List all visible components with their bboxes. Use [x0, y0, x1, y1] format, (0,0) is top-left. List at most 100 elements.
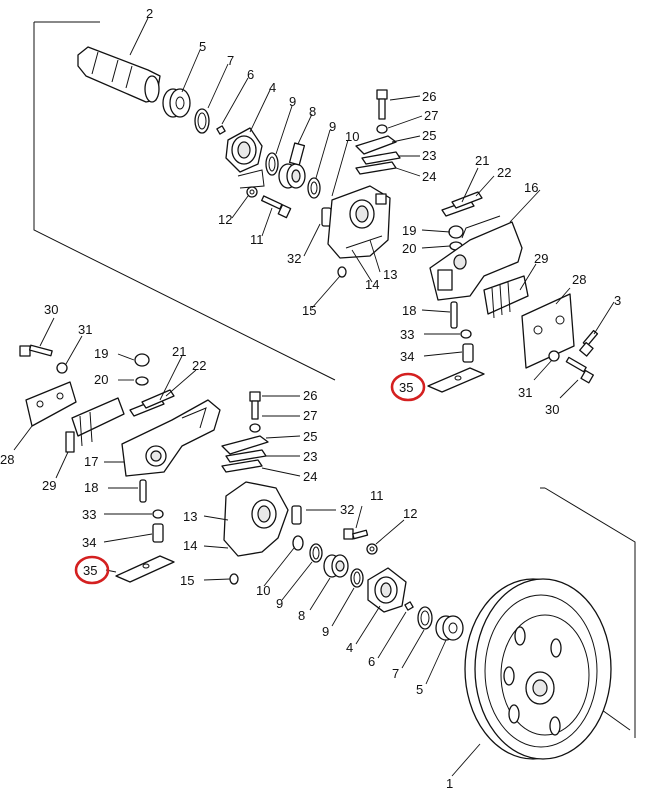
o-ring-part-33-upper — [460, 329, 472, 339]
bolt-part-30-lower — [19, 344, 53, 357]
shim-stack-part-29-lower — [65, 397, 125, 453]
callout-29-upper: 29 — [534, 251, 548, 266]
callout-24-lower: 24 — [303, 469, 317, 484]
collar-part-5-lower — [435, 615, 464, 641]
callout-11-lower: 11 — [370, 488, 384, 503]
collar-part-5-upper — [162, 88, 191, 118]
leader-lines — [13, 17, 615, 777]
callout-30-upper: 30 — [545, 402, 559, 417]
callout-2: 2 — [146, 6, 153, 21]
callout-4-upper: 4 — [269, 80, 276, 95]
callout-12-lower: 12 — [403, 506, 417, 521]
washer-part-31-upper — [548, 350, 560, 362]
nut-part-19-lower — [134, 353, 150, 367]
bracket-stub-upper — [237, 169, 265, 189]
callout-18-lower: 18 — [84, 480, 98, 495]
callout-25-lower: 25 — [303, 429, 317, 444]
callout-29-lower: 29 — [42, 478, 56, 493]
callout-21-lower: 21 — [172, 344, 186, 359]
callout-7-lower: 7 — [392, 666, 399, 681]
bolt-part-30-upper — [565, 356, 594, 384]
o-ring-part-7-lower — [417, 606, 433, 630]
callout-22-upper: 22 — [497, 165, 511, 180]
pin-part-18-upper — [450, 301, 458, 329]
shaft-part-2 — [77, 46, 161, 103]
callout-33-lower: 33 — [82, 507, 96, 522]
yoke-part-16-upper — [429, 215, 523, 301]
callout-3: 3 — [614, 293, 621, 308]
seal-part-8-lower — [323, 554, 349, 578]
nut-part-19-upper — [448, 225, 464, 239]
callout-19-lower: 19 — [94, 346, 108, 361]
callout-31-upper: 31 — [518, 385, 532, 400]
callout-23-upper: 23 — [422, 148, 436, 163]
highlight-markers — [74, 372, 426, 585]
idler-wheel-part-1 — [464, 578, 612, 760]
shim-part-24-lower — [221, 459, 263, 473]
callout-34-lower: 34 — [82, 535, 96, 550]
bolt-part-3 — [579, 329, 599, 357]
callout-31-lower: 31 — [78, 322, 92, 337]
callout-26-upper: 26 — [422, 89, 436, 104]
callout-14-upper: 14 — [365, 277, 379, 292]
o-ring-part-9-lower-b — [350, 568, 364, 588]
callout-30-lower: 30 — [44, 302, 58, 317]
callout-12-upper: 12 — [218, 212, 232, 227]
callout-13-upper: 13 — [383, 267, 397, 282]
washer-part-12-lower — [366, 543, 378, 555]
callout-9-lower-a: 9 — [276, 596, 283, 611]
callout-9-upper-b: 9 — [329, 119, 336, 134]
plate-part-35-lower — [115, 555, 175, 583]
pin-part-6-lower — [404, 601, 414, 611]
o-ring-part-10-lower — [292, 535, 304, 551]
callout-18-upper: 18 — [402, 303, 416, 318]
callout-9-lower-b: 9 — [322, 624, 329, 639]
callout-32-lower: 32 — [340, 502, 354, 517]
yoke-part-17 — [121, 399, 221, 477]
plug-part-15-upper — [337, 266, 347, 278]
callout-11-upper: 11 — [250, 232, 264, 247]
callout-10-upper: 10 — [345, 129, 359, 144]
bracket-part-13-lower — [223, 481, 289, 557]
callout-1: 1 — [446, 776, 453, 791]
bushing-part-4-upper — [225, 127, 263, 173]
guard-plate-part-28-lower — [25, 381, 77, 427]
pin-part-6-upper — [216, 125, 226, 135]
callout-5-lower: 5 — [416, 682, 423, 697]
o-ring-part-7-upper — [194, 108, 210, 134]
shim-part-23-upper — [361, 151, 401, 165]
callout-10-lower: 10 — [256, 583, 270, 598]
callout-15-lower: 15 — [180, 573, 194, 588]
plate-part-35-upper — [427, 367, 485, 393]
washer-part-20-lower — [135, 376, 149, 386]
plate-part-22-lower — [141, 389, 175, 409]
pin-part-18-lower — [139, 479, 147, 503]
pin-part-32-lower — [291, 505, 302, 525]
bolt-part-11-lower — [343, 528, 369, 540]
o-ring-part-9-lower-a — [309, 543, 323, 563]
callout-27-upper: 27 — [424, 108, 438, 123]
callout-5-upper: 5 — [199, 39, 206, 54]
bushing-part-4-lower — [367, 567, 407, 613]
washer-part-27-upper — [376, 124, 388, 134]
callout-7-upper: 7 — [227, 53, 234, 68]
upper-assembly-frame — [33, 21, 336, 381]
callout-8-lower: 8 — [298, 608, 305, 623]
plate-part-22-upper — [451, 191, 483, 209]
bushing-part-34-upper — [462, 343, 474, 363]
callout-9-upper-a: 9 — [289, 94, 296, 109]
callout-25-upper: 25 — [422, 128, 436, 143]
callout-14-lower: 14 — [183, 538, 197, 553]
shim-part-24-upper — [355, 161, 397, 175]
o-ring-part-33-lower — [152, 509, 164, 519]
shim-stack-part-29-upper — [483, 275, 529, 319]
callout-6-lower: 6 — [368, 654, 375, 669]
plug-part-15-lower — [229, 573, 239, 585]
callout-35-lower: 35 — [83, 563, 97, 578]
callout-26-lower: 26 — [303, 388, 317, 403]
callout-20-upper: 20 — [402, 241, 416, 256]
callout-6-upper: 6 — [247, 67, 254, 82]
callout-28-upper: 28 — [572, 272, 586, 287]
bolt-part-26-lower — [249, 391, 261, 420]
